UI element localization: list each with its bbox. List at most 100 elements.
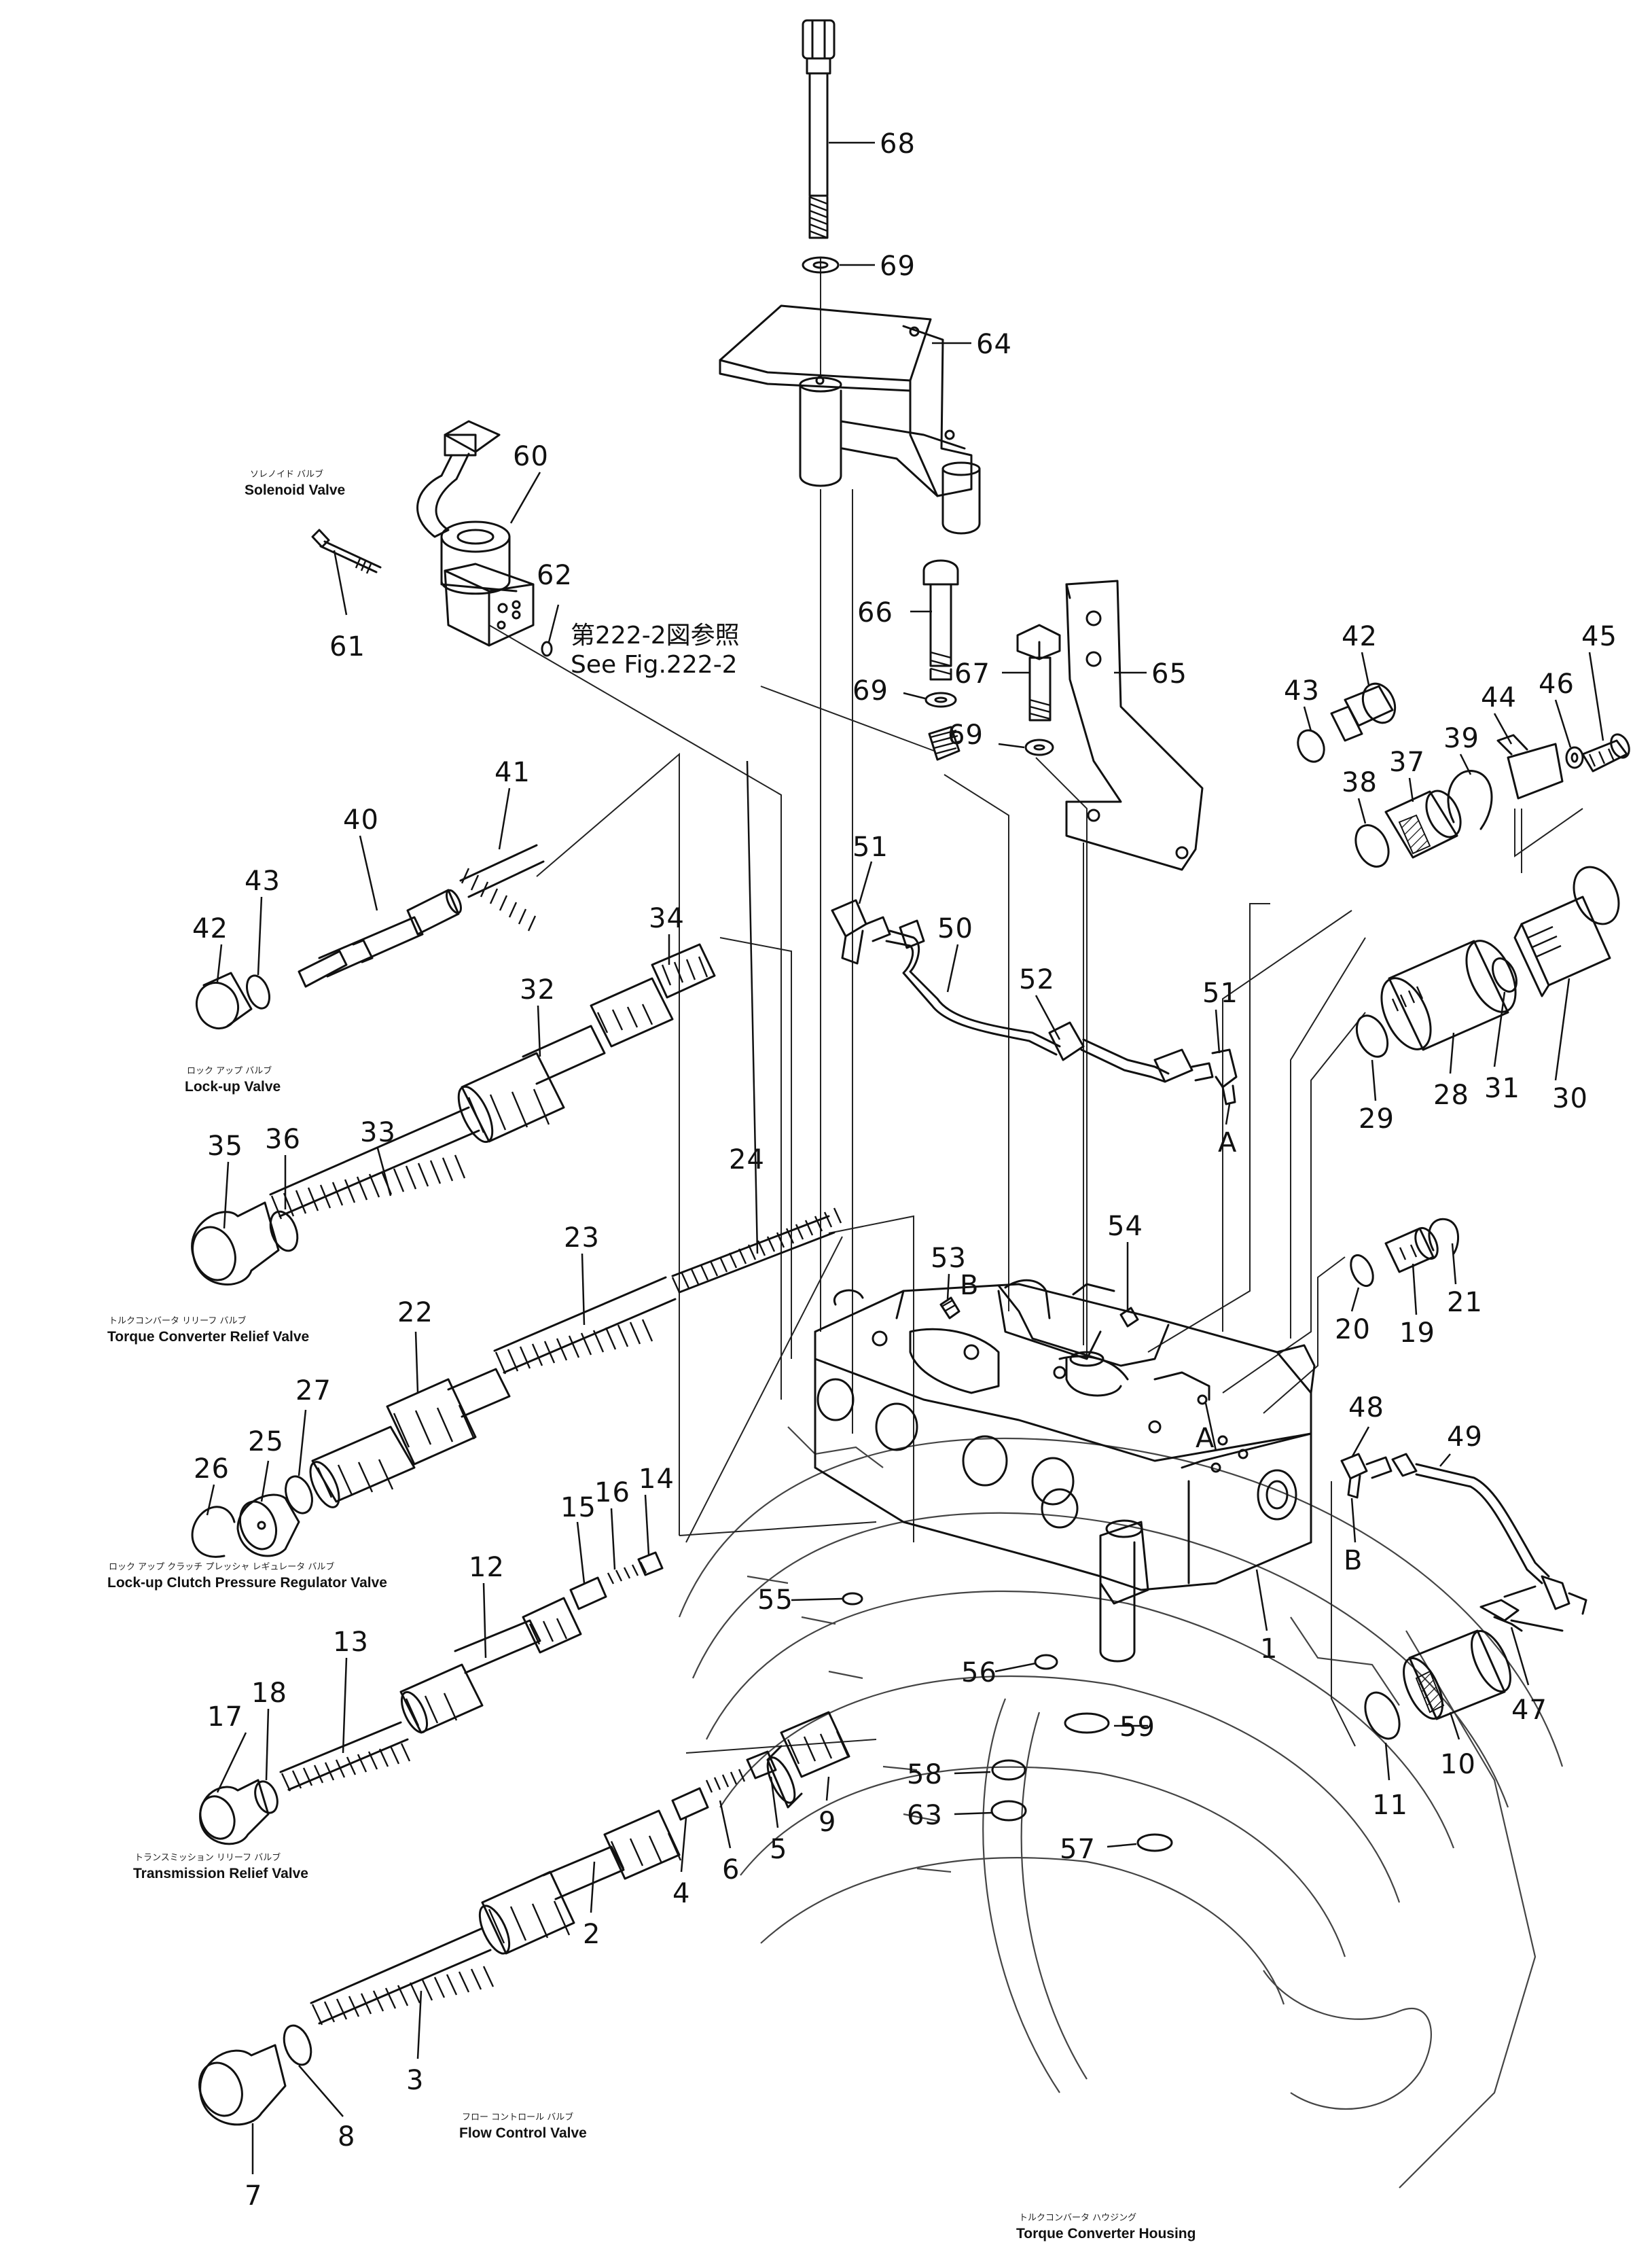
callout-69: 69 xyxy=(852,675,888,707)
callout-63: 63 xyxy=(907,1800,943,1831)
callout-6: 6 xyxy=(722,1854,740,1885)
callout-30: 30 xyxy=(1552,1083,1588,1114)
plug-17 xyxy=(199,1779,270,1845)
valve-9 xyxy=(766,1711,850,1809)
washer-69-top xyxy=(802,256,840,274)
plug-53 xyxy=(939,1296,960,1319)
callout-14: 14 xyxy=(639,1464,675,1495)
callout-25: 25 xyxy=(248,1426,284,1457)
o-ring-31 xyxy=(1492,957,1518,993)
o-ring-56 xyxy=(1034,1654,1058,1670)
callout-44: 44 xyxy=(1481,682,1517,713)
plug-42-left xyxy=(196,972,253,1030)
callout-48: 48 xyxy=(1348,1392,1384,1423)
o-ring-43-right xyxy=(1297,729,1325,763)
callout-numbers: 68 69 64 60 62 61 66 69 67 69 65 43 42 4… xyxy=(192,128,1617,2212)
transmission-relief-label: Transmission Relief Valve xyxy=(133,1866,308,1881)
callout-39: 39 xyxy=(1443,723,1479,754)
piston-15 xyxy=(569,1576,607,1610)
callout-20: 20 xyxy=(1335,1314,1371,1345)
valve-12 xyxy=(399,1597,582,1734)
pin-14 xyxy=(637,1551,664,1576)
callout-67: 67 xyxy=(954,658,990,690)
callout-7: 7 xyxy=(245,2180,262,2212)
spring-24 xyxy=(671,1207,842,1294)
o-ring-55 xyxy=(842,1592,863,1606)
torque-converter-housing xyxy=(678,1426,1564,2189)
nut-52 xyxy=(1048,1021,1170,1083)
plug-19 xyxy=(1384,1226,1439,1273)
callout-68: 68 xyxy=(880,128,916,160)
callout-3: 3 xyxy=(406,2065,424,2096)
o-ring-58 xyxy=(991,1759,1026,1781)
callout-22: 22 xyxy=(397,1297,433,1328)
callout-64: 64 xyxy=(976,329,1012,360)
plug-30 xyxy=(1513,866,1620,997)
callout-61: 61 xyxy=(329,631,365,662)
spring-3 xyxy=(310,1927,495,2025)
callout-23: 23 xyxy=(564,1222,600,1254)
callout-62: 62 xyxy=(537,560,573,591)
o-ring-36 xyxy=(269,1210,299,1252)
valve-32 xyxy=(457,977,674,1144)
callout-12: 12 xyxy=(469,1552,505,1583)
tc-relief-valve-label: Torque Converter Relief Valve xyxy=(107,1329,309,1345)
callout-19: 19 xyxy=(1399,1317,1435,1349)
callout-33: 33 xyxy=(360,1117,396,1148)
plug-7 xyxy=(198,2044,287,2126)
lockup-clutch-prv-label-jp: ロック アップ クラッチ プレッシャ レギュレータ バルブ xyxy=(109,1561,334,1572)
valve-22 xyxy=(309,1368,511,1508)
o-ring-63 xyxy=(990,1800,1027,1822)
pin-4 xyxy=(671,1787,709,1821)
callout-58: 58 xyxy=(907,1759,943,1790)
callout-31: 31 xyxy=(1484,1073,1520,1104)
callout-60: 60 xyxy=(513,441,549,472)
bolt-68 xyxy=(802,19,836,239)
callout-10: 10 xyxy=(1440,1749,1476,1780)
lockup-valve-label-jp: ロック アップ バルブ xyxy=(187,1065,272,1076)
callout-15: 15 xyxy=(560,1492,596,1523)
callout-42: 42 xyxy=(1342,621,1378,652)
bracket-65 xyxy=(1065,580,1204,871)
spring-6 xyxy=(705,1769,746,1793)
snap-ring-39 xyxy=(1447,770,1493,830)
spring-23 xyxy=(493,1276,677,1375)
callout-B: B xyxy=(1344,1545,1363,1576)
o-ring-59 xyxy=(1064,1712,1110,1734)
sensor-10 xyxy=(1403,1629,1511,1720)
o-ring-27 xyxy=(285,1475,313,1514)
tube-50 xyxy=(885,919,1061,1056)
setscrew xyxy=(928,726,960,761)
valve-2 xyxy=(478,1809,682,1955)
callout-45: 45 xyxy=(1581,621,1617,652)
callout-54: 54 xyxy=(1107,1211,1143,1242)
callout-2: 2 xyxy=(583,1919,600,1950)
connector-47 xyxy=(1479,1585,1564,1632)
see-fig-reference: See Fig.222-2 xyxy=(571,651,738,679)
assembly-lines xyxy=(488,258,1583,1754)
callout-24: 24 xyxy=(729,1144,765,1175)
callout-leaders xyxy=(206,141,1604,2174)
spring-34 xyxy=(651,943,716,999)
spool-40 xyxy=(298,889,463,988)
assembly-labels: ソレノイド バルブ Solenoid Valve ロック アップ バルブ Loc… xyxy=(107,469,1196,2242)
plug-37 xyxy=(1384,790,1462,859)
plug-62 xyxy=(541,641,553,657)
callout-28: 28 xyxy=(1433,1080,1469,1111)
bolt-61 xyxy=(311,529,382,574)
callout-69: 69 xyxy=(880,251,916,282)
callout-34: 34 xyxy=(649,903,685,934)
flow-control-label: Flow Control Valve xyxy=(459,2125,587,2141)
callout-9: 9 xyxy=(819,1807,836,1838)
washer-46 xyxy=(1565,746,1584,769)
callout-11: 11 xyxy=(1372,1790,1408,1821)
callout-43: 43 xyxy=(1284,675,1320,707)
callout-50: 50 xyxy=(937,913,973,944)
lockup-clutch-prv-label: Lock-up Clutch Pressure Regulator Valve xyxy=(107,1575,387,1591)
callout-38: 38 xyxy=(1342,767,1378,798)
spring-13 xyxy=(279,1721,411,1792)
valve-28 xyxy=(1380,940,1517,1051)
callout-17: 17 xyxy=(207,1701,243,1733)
solenoid-valve-60 xyxy=(416,420,535,647)
bolt-45 xyxy=(1581,733,1630,773)
